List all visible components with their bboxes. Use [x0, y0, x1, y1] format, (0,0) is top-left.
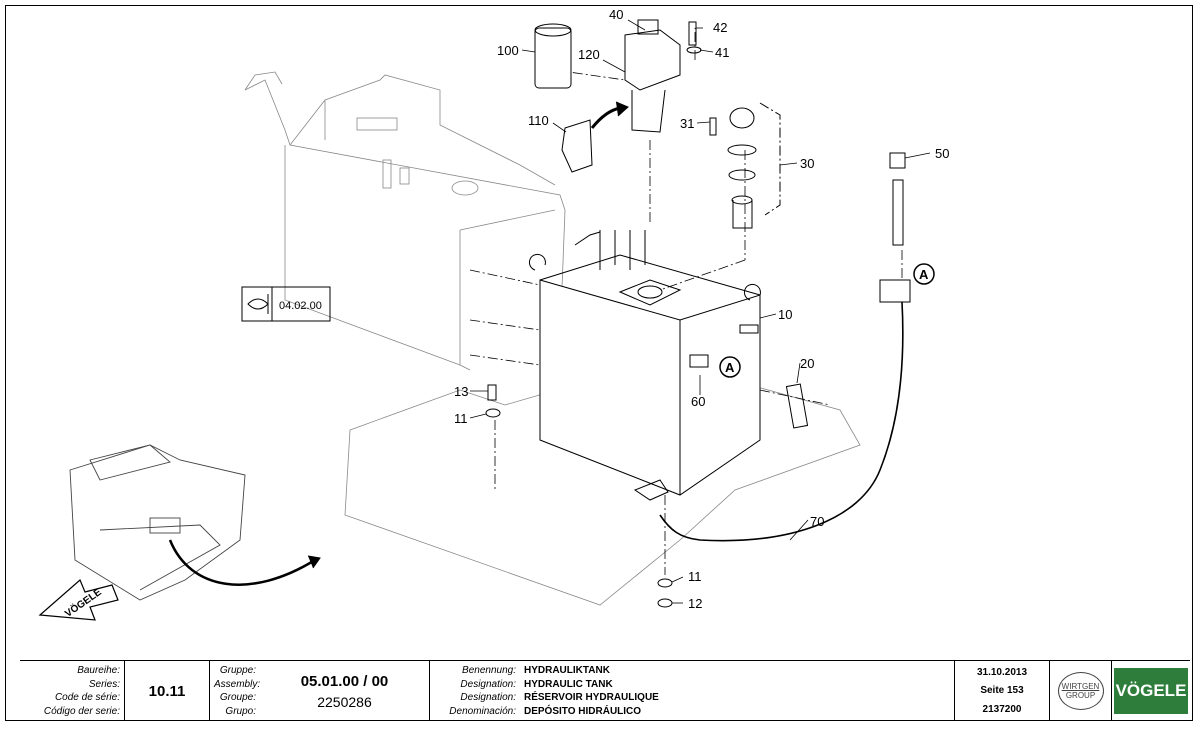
filter-element-100: [534, 23, 572, 89]
callout-60: 60: [691, 394, 705, 409]
group-value-cell: 05.01.00 / 00 2250286: [260, 661, 430, 721]
title-block: Baureihe: Series: Code de série: Código …: [20, 660, 1190, 721]
callout-120: 120: [578, 47, 600, 62]
callout-42: 42: [713, 20, 727, 35]
marker-a-sensor: [913, 263, 935, 285]
filler-parts-30: [727, 107, 757, 229]
exploded-parts-diagram: 40 42 41 100 120 110 31 30 50 10 20 60 1…: [38, 7, 949, 621]
callout-11-bottom: 11: [688, 569, 702, 584]
group-label-en: Assembly:: [214, 678, 261, 690]
series-label-en: Series:: [88, 678, 120, 690]
drawing-frame: [5, 5, 1193, 721]
doc-info: 31.10.2013 Seite 153 2137200: [955, 661, 1050, 721]
designation-de: HYDRAULIKTANK: [524, 665, 610, 676]
eye-icon: [247, 294, 269, 314]
designation-label-fr: Designation:: [460, 692, 516, 704]
wirtgen-logo-line2: GROUP: [1065, 691, 1096, 700]
callout-50: 50: [935, 146, 949, 161]
group-number: 2250286: [317, 693, 372, 710]
callout-110: 110: [528, 113, 549, 128]
vogele-logo: VÖGELE: [1114, 668, 1188, 714]
series-value-cell: 10.11: [125, 661, 210, 721]
marker-a-tank: [719, 356, 741, 378]
view-ref-box: [241, 286, 331, 322]
callout-41: 41: [715, 45, 729, 60]
designation-label-de: Benennung:: [462, 665, 516, 676]
callout-11-top: 11: [454, 411, 468, 426]
wirtgen-logo: WIRTGEN GROUP: [1050, 661, 1112, 721]
group-label-es: Grupo:: [225, 705, 256, 717]
callout-20: 20: [800, 356, 814, 371]
series-value: 10.11: [148, 682, 186, 700]
level-gauge-20: [785, 383, 809, 429]
kit-bracket-30: [759, 102, 781, 216]
callout-10: 10: [778, 307, 792, 322]
location-arrow: [168, 539, 316, 586]
assembly-centerlines: [469, 28, 903, 575]
series-label-de: Baureihe:: [77, 665, 120, 676]
designation-labels: Benennung: Designation: Designation: Den…: [430, 661, 520, 721]
designation-fr: RÉSERVOIR HYDRAULIQUE: [524, 692, 659, 704]
vogele-direction-arrow: [38, 578, 119, 621]
vogele-logo-cell: VÖGELE: [1112, 661, 1190, 721]
callout-13: 13: [454, 384, 468, 399]
designation-label-es: Denominación:: [449, 705, 516, 717]
return-filter-40: [624, 19, 681, 133]
callout-31: 31: [680, 116, 694, 131]
sensor-60: [879, 279, 911, 303]
designation-label-en: Designation:: [460, 678, 516, 690]
group-label-de: Gruppe:: [219, 665, 256, 676]
group-label-fr: Groupe:: [219, 692, 256, 704]
group-value: 05.01.00 / 00: [300, 672, 389, 690]
marker-a-tank-label: A: [725, 360, 735, 375]
arrow-icon: [590, 106, 621, 129]
callout-12: 12: [688, 596, 702, 611]
designation-en: HYDRAULIC TANK: [524, 678, 613, 690]
marker-a-sensor-label: A: [919, 267, 929, 282]
callout-40: 40: [609, 7, 623, 22]
doc-date: 31.10.2013: [976, 666, 1028, 678]
cable-70: [659, 301, 904, 542]
doc-number: 2137200: [982, 704, 1022, 716]
hydraulic-tank: [529, 230, 761, 496]
machine-thumbnail: [69, 444, 246, 601]
group-labels: Gruppe: Assembly: Groupe: Grupo:: [210, 661, 260, 721]
hose-fitting: [633, 479, 669, 501]
plate-110: [561, 119, 593, 173]
series-label-es: Código der serie:: [43, 705, 120, 717]
series-label-fr: Code de série:: [54, 692, 120, 704]
designation-es: DEPÓSITO HIDRÁULICO: [524, 705, 642, 717]
callout-100: 100: [497, 43, 519, 58]
view-reference-label: 04.02.00: [279, 300, 322, 312]
wirtgen-logo-line1: WIRTGEN: [1061, 682, 1100, 691]
series-labels: Baureihe: Series: Code de série: Código …: [20, 661, 125, 721]
callout-70: 70: [810, 514, 824, 529]
designation-values: HYDRAULIKTANK HYDRAULIC TANK RÉSERVOIR H…: [520, 661, 955, 721]
callout-30: 30: [800, 156, 814, 171]
doc-page: Seite 153: [980, 685, 1024, 697]
